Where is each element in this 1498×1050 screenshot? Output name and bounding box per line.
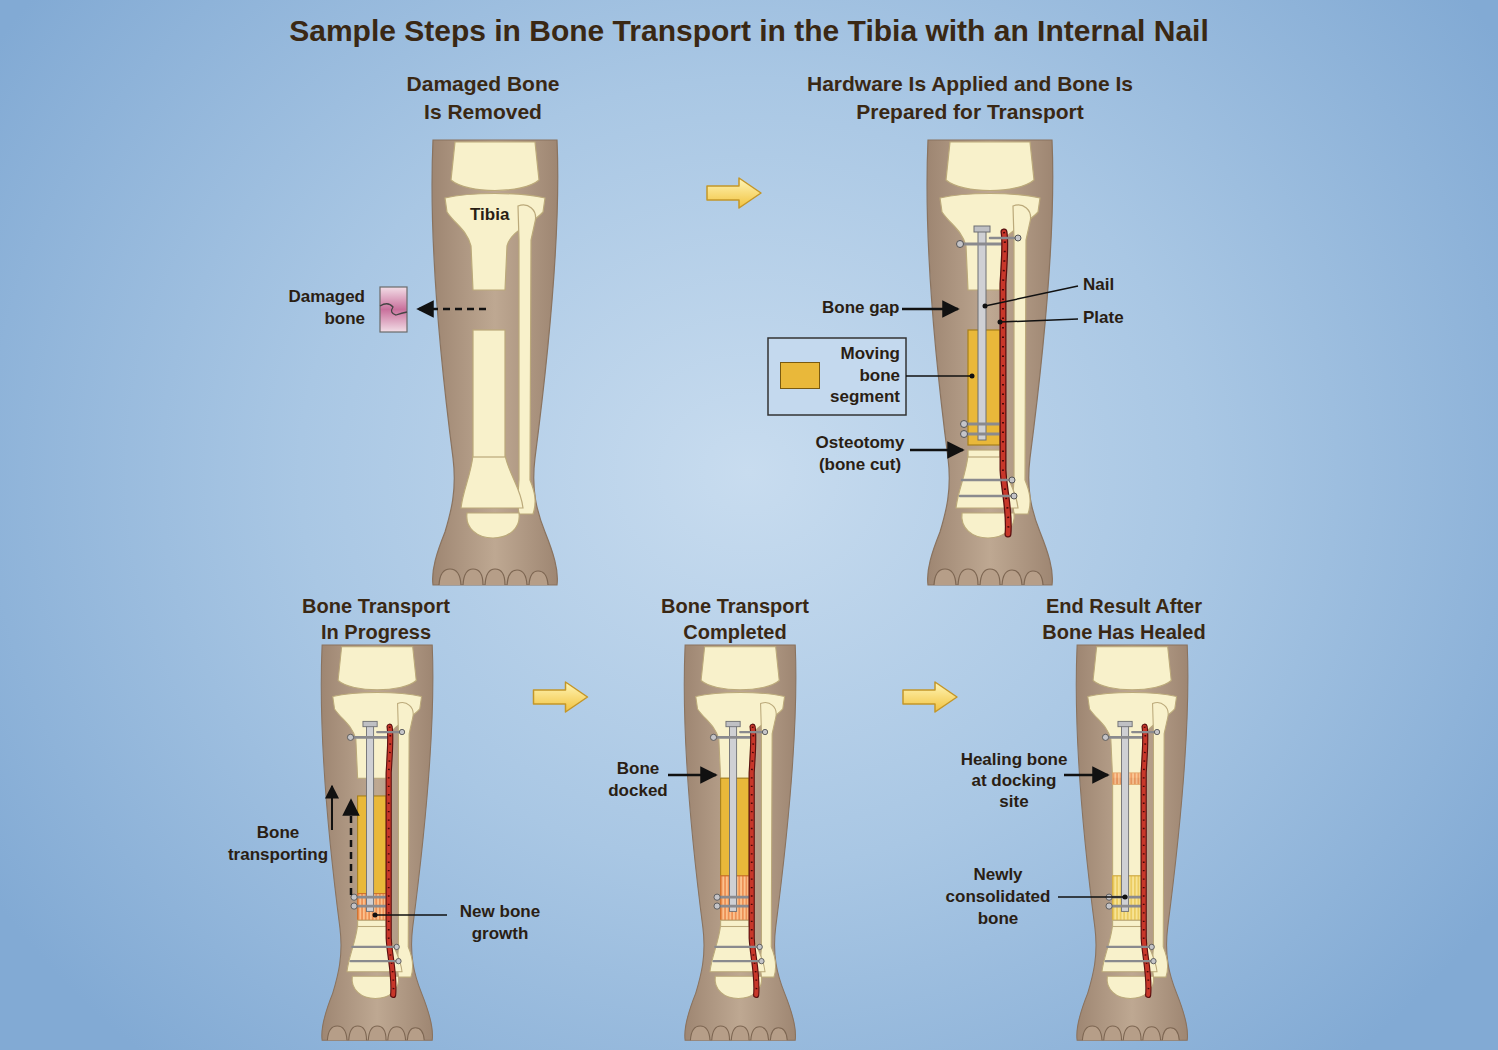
leg [1076, 645, 1188, 1040]
step-arrow [707, 178, 761, 208]
panel-heading: End Result After Bone Has Healed [1039, 593, 1209, 645]
panel-heading: Hardware Is Applied and Bone Is Prepared… [805, 70, 1135, 126]
panel-heading: Bone Transport Completed [655, 593, 815, 645]
tibia-lower [473, 330, 505, 457]
leg-panel-1 [432, 140, 558, 585]
step-arrow [903, 682, 957, 712]
panel: Bone Transport In Progress [306, 593, 446, 1043]
panel: Hardware Is Applied and Bone Is Prepared… [900, 70, 1040, 590]
damaged-bone-piece [380, 287, 407, 332]
transport-arrow [331, 786, 333, 830]
leader-arrow [902, 308, 958, 311]
leader-dot [983, 304, 988, 309]
callout-label: New bone growth [455, 901, 545, 944]
legend-box [768, 338, 906, 415]
tibia-distal [721, 920, 749, 926]
leader-line [1000, 319, 1078, 322]
leg [927, 140, 1053, 585]
callout-label: Nail [1083, 274, 1114, 296]
leg [432, 140, 558, 585]
leader-dot [1123, 895, 1128, 900]
legend-text: Moving bone segment [826, 343, 900, 408]
callout-label: Bone docked [605, 758, 671, 801]
hardware [710, 721, 767, 995]
leader-line [375, 914, 447, 916]
panel-heading: Damaged Bone Is Removed [401, 70, 566, 126]
leader-arrow [668, 774, 716, 777]
leader-arrow [418, 308, 486, 311]
leader-arrow [1064, 774, 1108, 777]
leader-arrow [910, 449, 963, 452]
leader-line [1058, 896, 1125, 898]
leader-dot [970, 374, 975, 379]
transport-arrow [350, 800, 353, 895]
leg [684, 645, 796, 1040]
callout-label: Healing bone at docking site [960, 749, 1068, 812]
callout-label: Bone gap [822, 297, 899, 319]
hardware [1102, 721, 1159, 995]
callout-label: Damaged bone [283, 286, 365, 329]
leg-panel-5 [1076, 645, 1188, 1040]
hardware [347, 721, 404, 995]
panel-heading: Bone Transport In Progress [296, 593, 456, 645]
tibia-distal [358, 920, 386, 926]
tibia-distal [968, 450, 1000, 457]
leader-dot [373, 913, 378, 918]
callout-label: Tibia [470, 204, 509, 226]
panel: Bone Transport Completed [675, 593, 795, 1043]
legend-swatch [780, 362, 820, 389]
leg-panel-2 [927, 140, 1053, 585]
callout-label: Newly consolidated bone [943, 864, 1053, 930]
crack [380, 304, 407, 315]
leader-line [985, 286, 1078, 306]
leg [321, 645, 433, 1040]
panel: Damaged Bone Is Removed [398, 70, 568, 590]
leader-line [906, 375, 972, 377]
panel: End Result After Bone Has Healed [1065, 593, 1183, 1043]
leader-dot [998, 320, 1003, 325]
tibia-distal [1113, 920, 1141, 926]
leg-panel-3 [321, 645, 433, 1040]
callout-label: Bone transporting [225, 822, 331, 865]
hardware [957, 226, 1022, 534]
leg-panel-4 [684, 645, 796, 1040]
step-arrow [534, 682, 588, 712]
callout-label: Plate [1083, 307, 1124, 329]
diagram-title: Sample Steps in Bone Transport in the Ti… [0, 12, 1498, 50]
callout-label: Osteotomy (bone cut) [811, 432, 909, 475]
